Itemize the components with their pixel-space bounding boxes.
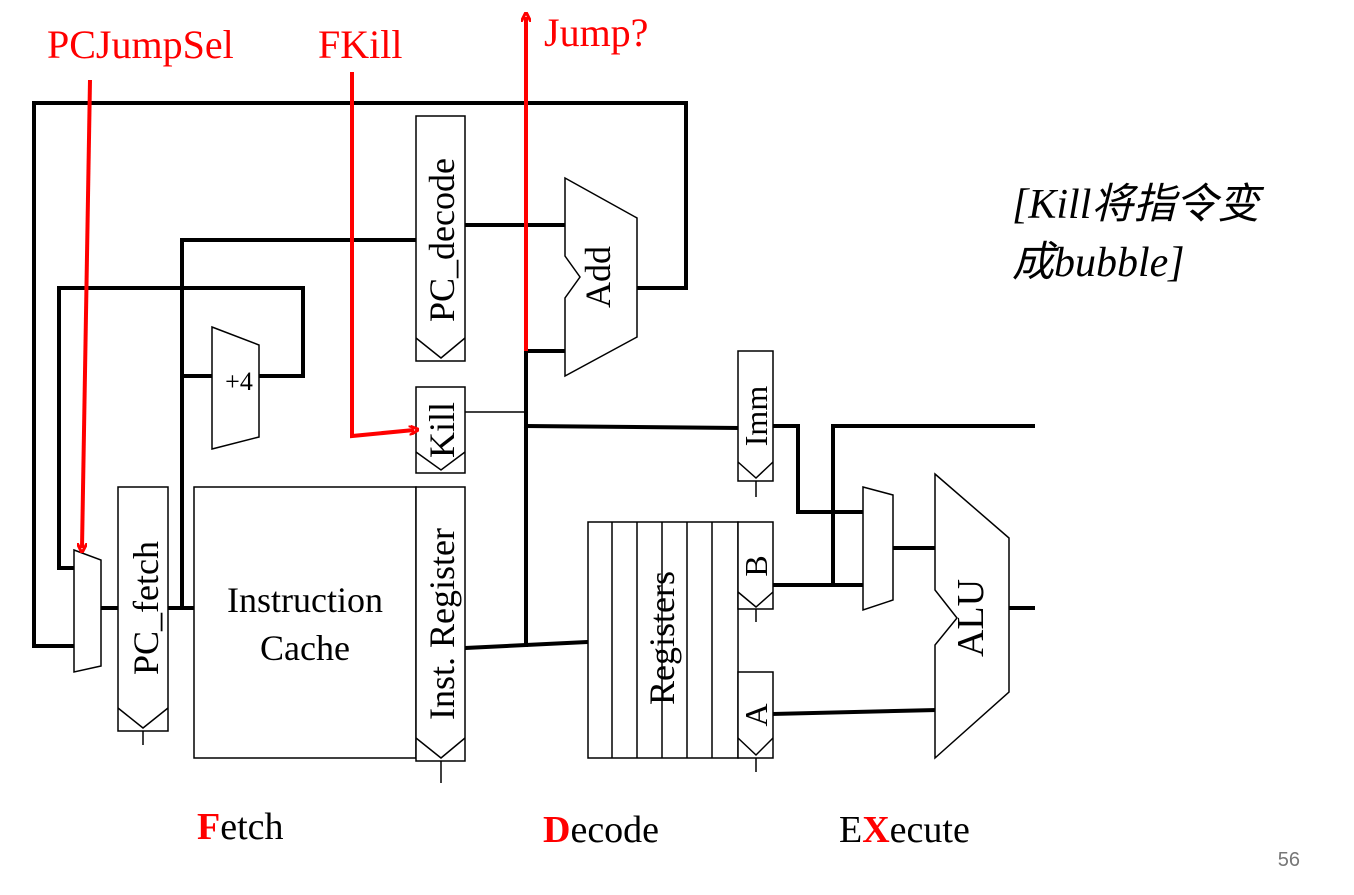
- pc-fetch-register: PC_fetch: [117, 486, 169, 732]
- clock-stubs: [142, 481, 757, 783]
- inst-register: Inst. Register: [415, 486, 466, 762]
- b-register: B: [737, 521, 774, 610]
- f-kill-label: FKill: [318, 22, 402, 67]
- a-register: A: [737, 671, 774, 759]
- a-label: A: [738, 703, 774, 726]
- kill-note-line2: 成bubble]: [1012, 240, 1185, 286]
- alu-label: ALU: [950, 579, 992, 657]
- cache-label-line2: Cache: [260, 628, 350, 668]
- kill-register: Kill: [415, 386, 466, 474]
- add-label: Add: [578, 246, 618, 308]
- cache-label-line1: Instruction: [227, 580, 383, 620]
- jump-label: Jump?: [544, 10, 648, 55]
- pc-jump-sel-label: PCJumpSel: [47, 22, 234, 67]
- stage-execute: EXecute: [839, 809, 970, 851]
- stage-fetch-initial: F: [197, 806, 220, 848]
- page-number: 56: [1278, 849, 1300, 871]
- imm-label: Imm: [738, 386, 774, 447]
- alu: ALU: [934, 472, 1010, 760]
- inst-bus-vertical: [524, 349, 567, 647]
- imm-register: Imm: [737, 350, 774, 482]
- plus4-adder: +4: [211, 325, 260, 450]
- stage-execute-pre: E: [839, 809, 862, 851]
- kill-label: Kill: [422, 402, 462, 458]
- pc-decode-label: PC_decode: [422, 158, 462, 322]
- stage-execute-initial: X: [862, 809, 889, 851]
- b-label: B: [738, 555, 774, 576]
- datapath-wires: [32, 101, 1035, 717]
- pc-to-decode-wire: [166, 238, 419, 610]
- pc-jump-sel-arrow: [82, 79, 92, 548]
- f-kill-arrow: [350, 72, 414, 439]
- stage-decode-initial: D: [543, 809, 570, 851]
- stage-fetch: Fetch: [197, 806, 284, 848]
- pc-mux: [73, 548, 102, 673]
- branch-adder: Add: [564, 176, 638, 378]
- stage-decode: Decode: [543, 809, 659, 851]
- operand-mux: [862, 486, 894, 612]
- plus4-label: +4: [225, 367, 253, 396]
- stage-decode-rest: ecode: [570, 809, 659, 851]
- control-signals: [82, 17, 526, 548]
- pc-fetch-label: PC_fetch: [126, 541, 166, 675]
- jump-target-wire: [32, 101, 688, 648]
- stage-fetch-rest: etch: [220, 806, 283, 848]
- pc-decode-register: PC_decode: [415, 115, 466, 362]
- register-file: Registers: [587, 521, 739, 759]
- inst-register-label: Inst. Register: [422, 528, 462, 720]
- stage-execute-rest: ecute: [890, 809, 970, 851]
- instruction-cache: Instruction Cache: [193, 486, 417, 759]
- kill-note-line1: [Kill将指令变: [1012, 182, 1264, 228]
- registers-label: Registers: [642, 571, 682, 705]
